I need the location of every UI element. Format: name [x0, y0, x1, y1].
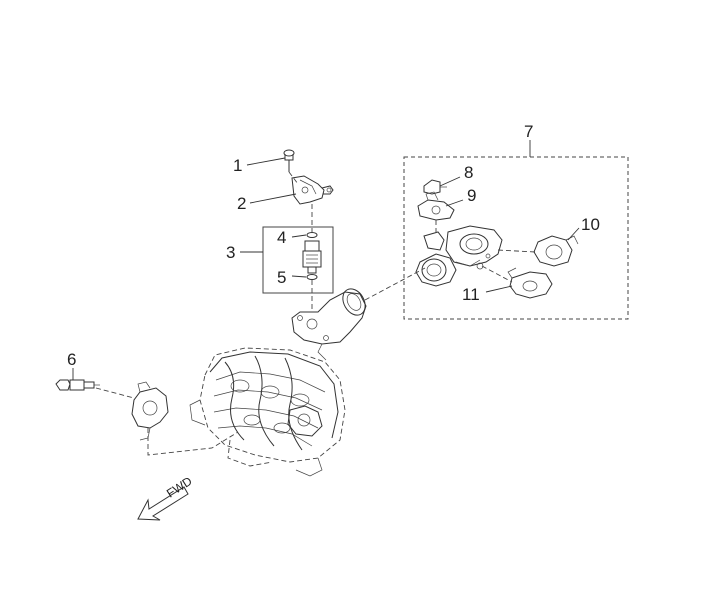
sensor-part-9	[417, 191, 455, 221]
actuator-part-10	[533, 235, 579, 267]
callout-8: 8	[464, 163, 473, 182]
callout-7: 7	[524, 122, 533, 141]
callout-9: 9	[467, 186, 476, 205]
callout-3: 3	[226, 243, 235, 262]
callout-2: 2	[237, 194, 246, 213]
injector-part-5	[302, 240, 322, 280]
callout-11: 11	[462, 285, 480, 304]
throttle-body-main	[415, 225, 503, 287]
fwd-label: FWD	[164, 474, 195, 501]
callout-5: 5	[277, 268, 286, 287]
bracket-part-2	[291, 175, 334, 205]
leader-lines	[72, 140, 580, 380]
engine-assembly	[189, 347, 346, 477]
bolt-part-1	[283, 149, 295, 172]
callout-10: 10	[581, 215, 600, 234]
callout-6: 6	[67, 350, 76, 369]
injector-group-box	[262, 226, 334, 294]
callout-1: 1	[233, 156, 242, 175]
forward-arrow: FWD	[137, 474, 195, 521]
sensor-housing	[131, 381, 169, 441]
callouts: 1 2 3 4 5 6 7 8 9 10 11	[67, 122, 600, 369]
sensor-part-6	[55, 379, 100, 391]
o-ring-part-4	[306, 232, 318, 238]
throttle-body-group-box	[403, 156, 629, 320]
callout-4: 4	[277, 228, 286, 247]
screw-part-8	[423, 179, 447, 195]
sensor-part-11	[507, 267, 553, 299]
intake-elbow	[291, 288, 367, 361]
assembly-lines	[95, 171, 536, 456]
